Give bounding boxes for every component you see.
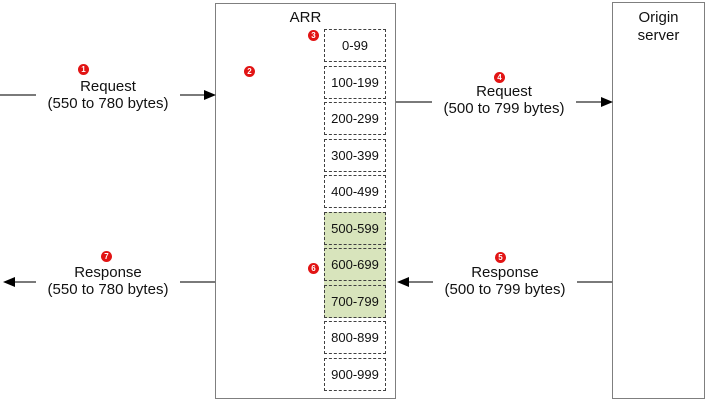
arrow-right-icon bbox=[204, 90, 216, 100]
byte-range-cell: 300-399 bbox=[324, 138, 386, 172]
origin-response-label: Response (500 to 799 bytes) bbox=[433, 264, 577, 298]
byte-range-cell: 500-599 bbox=[324, 211, 386, 245]
byte-range-cell: 700-799 bbox=[324, 284, 386, 318]
arr-request-title: Request bbox=[476, 83, 532, 100]
arrow-right-icon bbox=[601, 97, 613, 107]
client-response-detail: (550 to 780 bytes) bbox=[47, 281, 169, 298]
byte-range-cell: 900-999 bbox=[324, 357, 386, 391]
client-request-title: Request bbox=[80, 78, 136, 95]
byte-range-cell: 0-99 bbox=[324, 29, 386, 62]
byte-range-cell: 100-199 bbox=[324, 65, 386, 99]
arrow-left-icon bbox=[3, 277, 15, 287]
client-request-detail: (550 to 780 bytes) bbox=[47, 95, 169, 112]
client-request-label: Request (550 to 780 bytes) bbox=[36, 78, 180, 112]
step-3-marker: 3 bbox=[308, 30, 319, 41]
arr-request-detail: (500 to 799 bytes) bbox=[443, 100, 565, 117]
origin-server-title: Origin server bbox=[637, 9, 680, 44]
arrow-left-icon bbox=[397, 277, 409, 287]
byte-range-cell: 600-699 bbox=[324, 248, 386, 281]
step-6-marker: 6 bbox=[308, 263, 319, 274]
origin-response-detail: (500 to 799 bytes) bbox=[444, 281, 566, 298]
step-4-marker: 4 bbox=[494, 72, 505, 83]
origin-server-box: Origin server bbox=[612, 2, 705, 399]
step-1-marker: 1 bbox=[78, 64, 89, 75]
client-response-label: Response (550 to 780 bytes) bbox=[36, 264, 180, 298]
origin-response-title: Response bbox=[471, 264, 539, 281]
step-5-marker: 5 bbox=[495, 252, 506, 263]
byte-range-cell: 200-299 bbox=[324, 102, 386, 135]
byte-range-cell: 800-899 bbox=[324, 321, 386, 354]
arr-request-label: Request (500 to 799 bytes) bbox=[432, 83, 576, 117]
client-response-title: Response bbox=[74, 264, 142, 281]
step-7-marker: 7 bbox=[101, 251, 112, 262]
byte-range-cell: 400-499 bbox=[324, 175, 386, 208]
byte-range-list: 0-99 100-199 200-299 300-399 400-499 500… bbox=[324, 29, 386, 394]
step-2-marker: 2 bbox=[244, 66, 255, 77]
arr-box-title: ARR bbox=[289, 9, 322, 26]
